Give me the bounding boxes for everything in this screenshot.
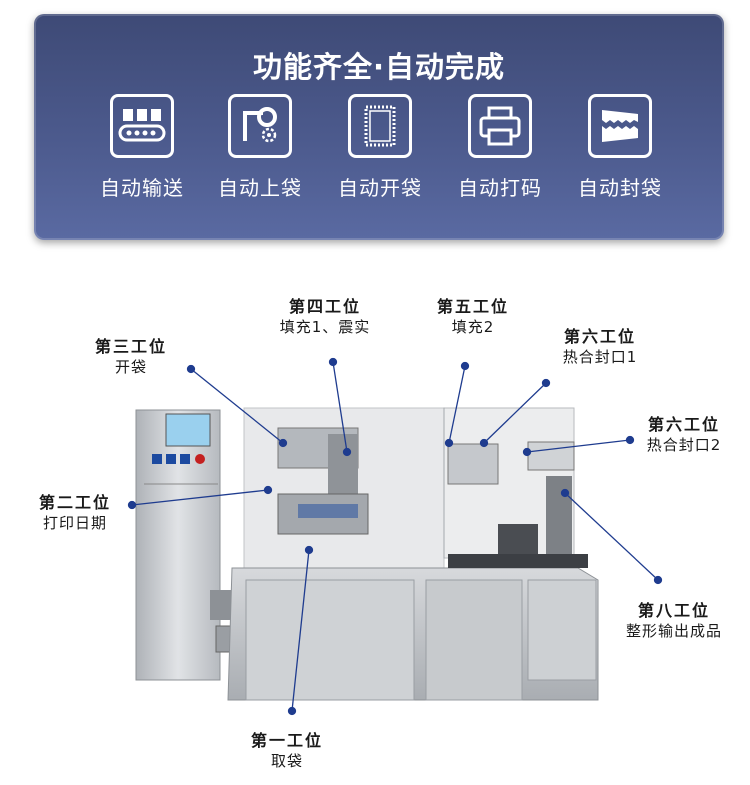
- feature-auto-convey: 自动输送: [82, 94, 202, 201]
- feature-label: 自动输送: [100, 176, 184, 200]
- station-title: 第一工位: [250, 731, 323, 750]
- station-title: 第二工位: [38, 493, 111, 512]
- station-4-label: 第四工位 填充1、震实: [255, 296, 395, 338]
- station-sub: 热合封口2: [646, 436, 722, 454]
- feature-label: 自动开袋: [338, 176, 422, 200]
- station-sub: 热合封口1: [562, 348, 638, 366]
- feature-auto-print: 自动打码: [440, 94, 560, 201]
- station-sub: 整形输出成品: [625, 622, 722, 640]
- station-title: 第五工位: [436, 297, 509, 316]
- station-8-label: 第八工位 整形输出成品: [604, 600, 744, 642]
- feature-banner: 功能齐全·自动完成 自动输送 自动上袋: [34, 14, 724, 240]
- feature-label: 自动上袋: [218, 176, 302, 200]
- feature-label: 自动封袋: [578, 176, 662, 200]
- station-5-label: 第五工位 填充2: [418, 296, 528, 338]
- feature-auto-open: 自动开袋: [320, 94, 440, 201]
- bag-sealing-icon: [588, 94, 652, 158]
- station-3-label: 第三工位 开袋: [76, 336, 186, 378]
- bag-loading-icon: [228, 94, 292, 158]
- station-sub: 打印日期: [42, 514, 107, 532]
- station-2-label: 第二工位 打印日期: [22, 492, 128, 534]
- station-title: 第八工位: [637, 601, 710, 620]
- station-1-label: 第一工位 取袋: [232, 730, 342, 772]
- bag-opening-icon: [348, 94, 412, 158]
- packaging-machine-illustration: [135, 407, 599, 701]
- station-6a-label: 第六工位 热合封口1: [540, 326, 660, 368]
- feature-label: 自动打码: [458, 176, 542, 200]
- station-title: 第三工位: [94, 337, 167, 356]
- feature-auto-seal: 自动封袋: [560, 94, 680, 201]
- station-sub: 填充2: [451, 318, 495, 336]
- station-title: 第六工位: [647, 415, 720, 434]
- conveyor-icon: [110, 94, 174, 158]
- feature-auto-load: 自动上袋: [200, 94, 320, 201]
- station-title: 第四工位: [288, 297, 361, 316]
- station-sub: 取袋: [270, 752, 303, 770]
- banner-title: 功能齐全·自动完成: [252, 50, 506, 84]
- station-sub: 开袋: [114, 358, 147, 376]
- station-title: 第六工位: [563, 327, 636, 346]
- station-6b-label: 第六工位 热合封口2: [624, 414, 744, 456]
- station-sub: 填充1、震实: [279, 318, 371, 336]
- printer-icon: [468, 94, 532, 158]
